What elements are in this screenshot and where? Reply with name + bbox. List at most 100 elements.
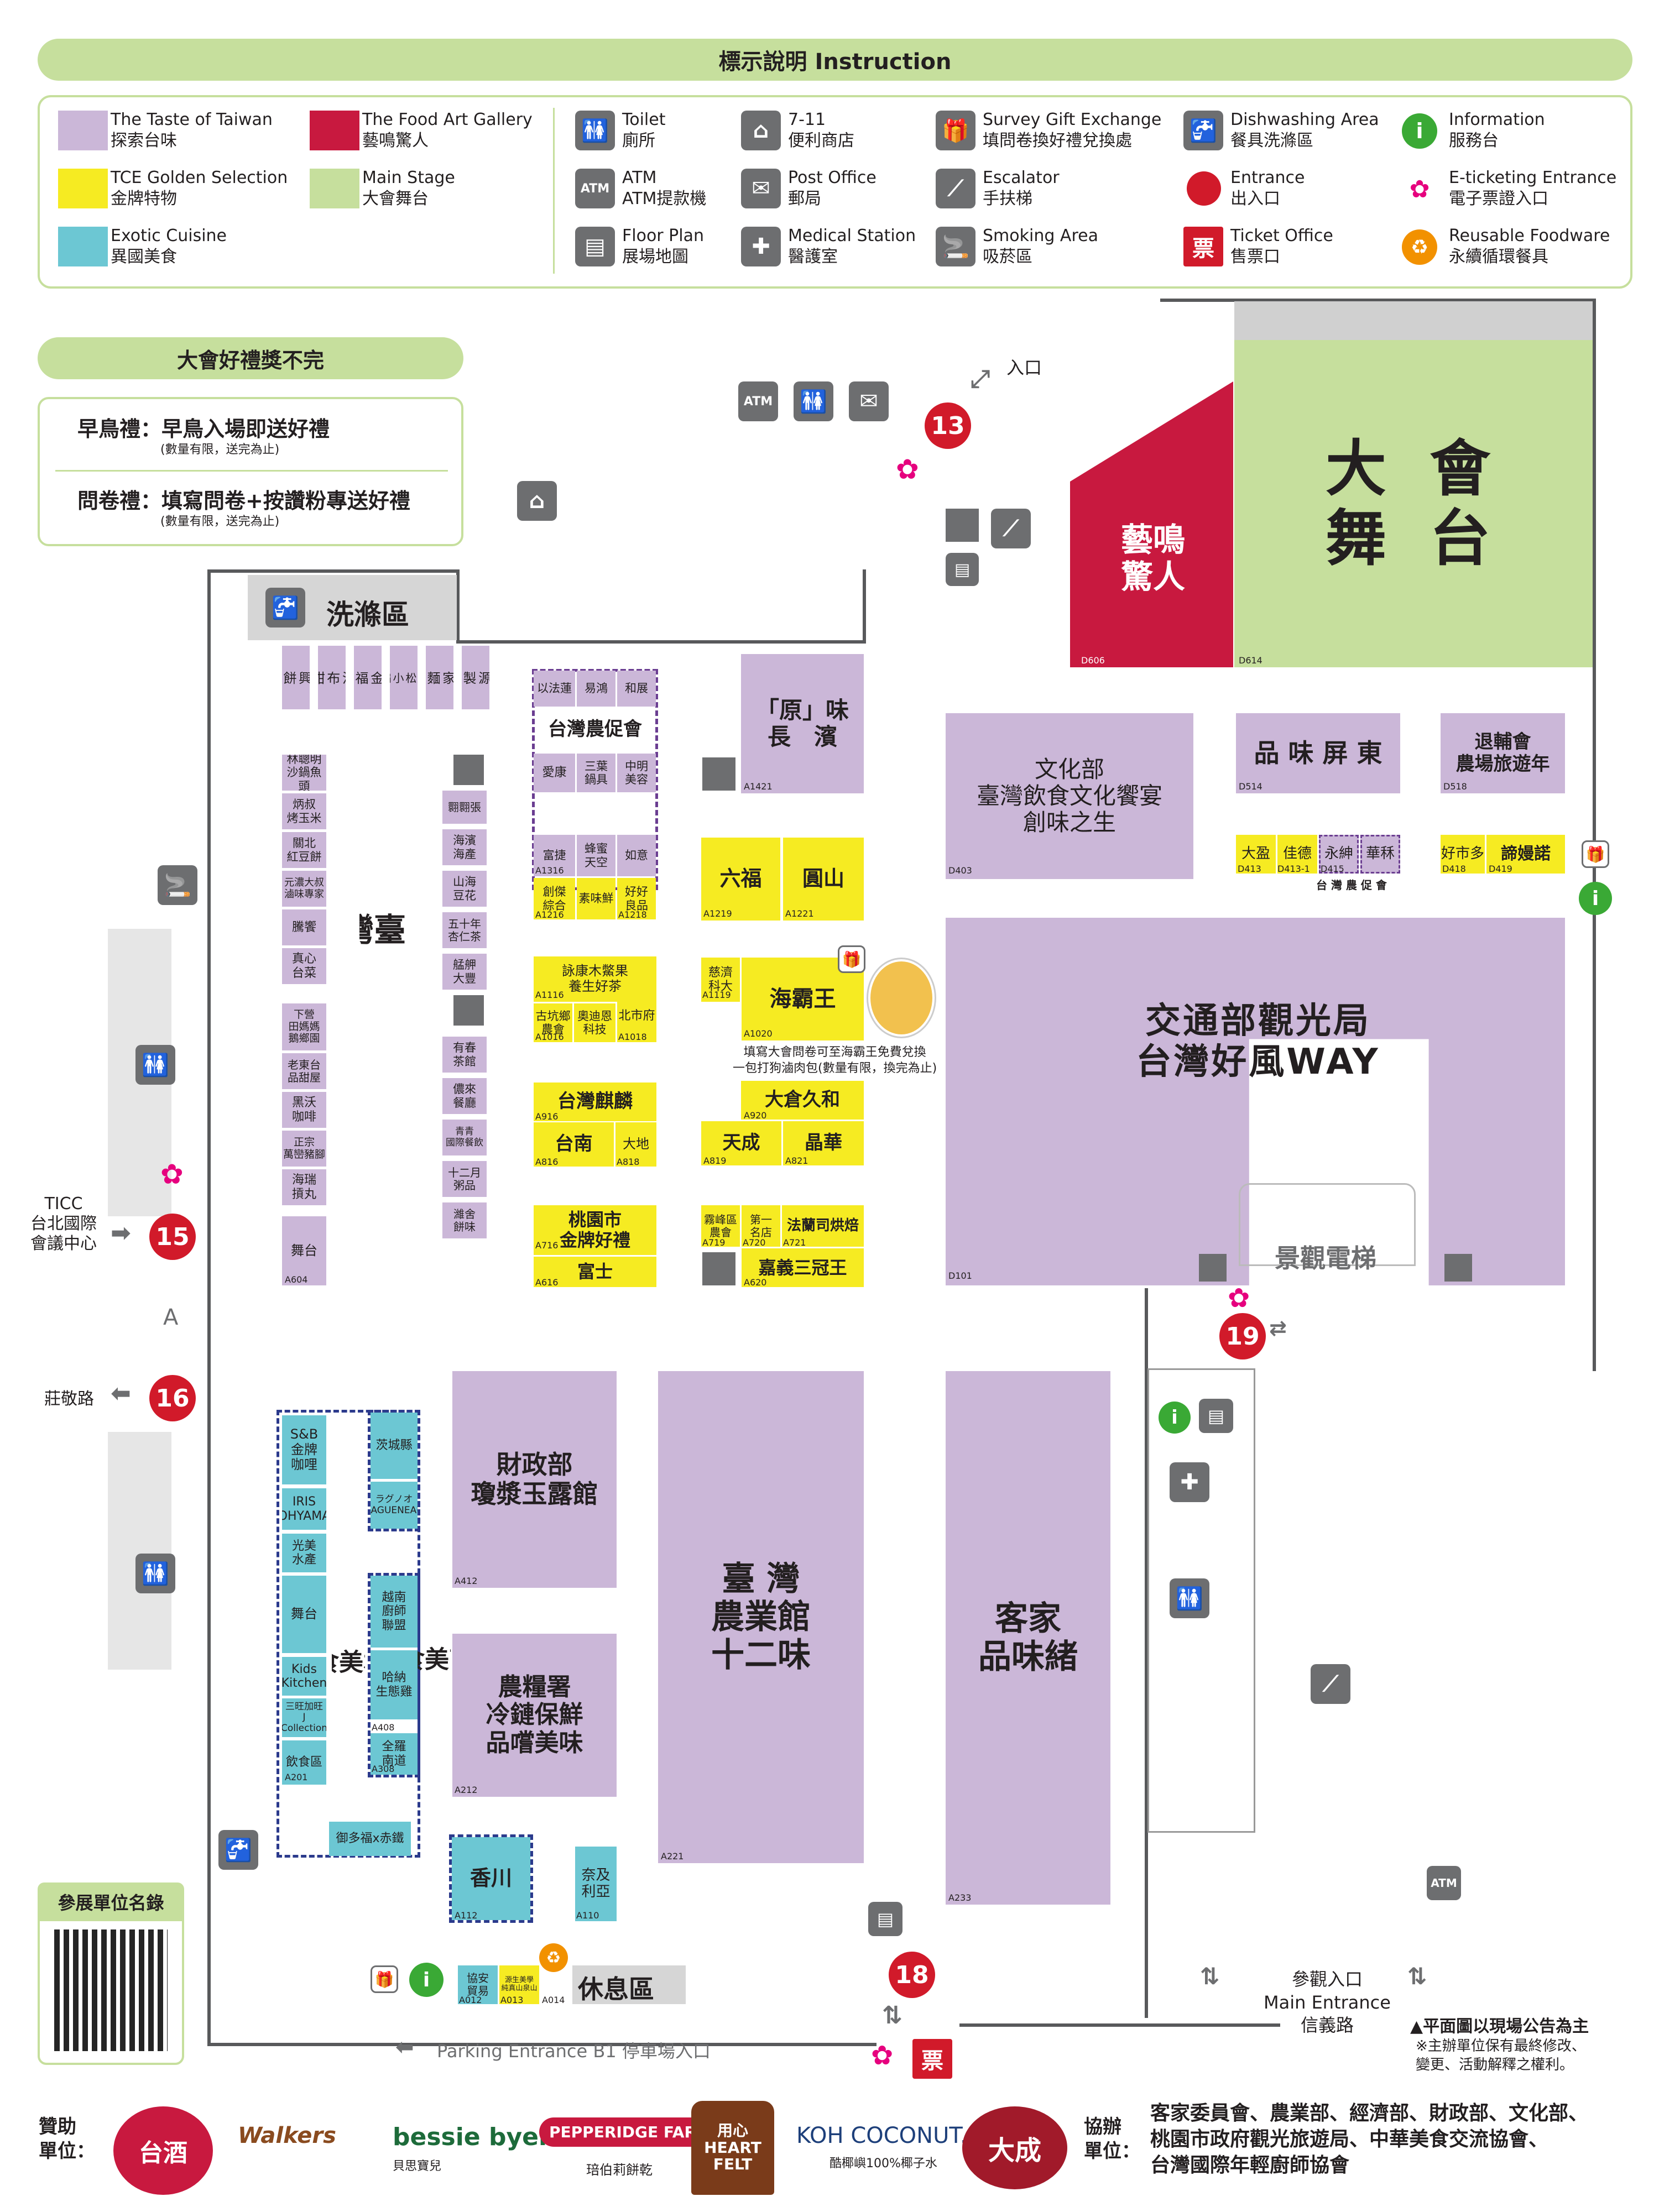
booth-beishi[interactable]: 北市府 [617,990,656,1042]
booth-hakka[interactable]: 客家 品味緒 [946,1371,1110,1905]
booth-fugui[interactable]: 富捷 [534,835,575,876]
mail-icon: ✉ [741,169,781,208]
booth-yuenan[interactable]: 越南 廚師 聯盟 [371,1576,418,1648]
booth-yuanxiao[interactable]: 元濃大叔 滷味專家 [282,871,326,907]
booth-veterans[interactable]: 退輔會 農場旅遊年 [1441,713,1565,793]
booth-zhongming[interactable]: 中明 美容 [617,754,656,792]
booth-haibin[interactable]: 海濱 海產 [442,829,487,865]
booth-jiayi[interactable]: 嘉義三冠王 [742,1248,864,1287]
booth-wufeng[interactable]: 霧峰區 農會 [701,1205,740,1247]
booth-lin[interactable]: 林聰明 沙鍋魚頭 [282,755,326,791]
booth-dimeng[interactable]: 諦嫚諾 [1486,835,1565,874]
booth-naili[interactable]: 奈及 利亞 [575,1847,617,1921]
booth-yuanwei[interactable]: 「原」味 長 濱 [741,654,864,793]
booth-stage2[interactable]: 舞台 [282,1576,326,1653]
footer-notice2: ※主辦單位保有最終修改、 變更、活動解釋之權利。 [1416,2038,1586,2073]
booth-heiwo[interactable]: 黑沃 咖啡 [282,1092,326,1128]
booth-dalin[interactable]: 大 鼎 松 小 偏 口 [390,646,418,709]
booth-jiade[interactable]: 佳德 [1277,835,1317,874]
booth-taoyuan[interactable]: 桃園市 金牌好禮 [534,1205,656,1255]
entrance-19[interactable]: 19 [1219,1313,1266,1359]
booth-yuanshan[interactable]: 圓山 [783,838,864,921]
booth-chen[interactable]: 陳 金 福 號 [354,646,382,709]
booth-guangmei[interactable]: 光美 水產 [282,1534,326,1572]
code-a721: A721 [783,1237,806,1248]
booth-youchun[interactable]: 有春 茶館 [442,1037,487,1073]
booth-wanyuan[interactable]: 萬 源 製 麵 [462,646,489,709]
booth-yihong[interactable]: 易鴻 [577,671,615,707]
qr-code[interactable] [54,1929,168,2051]
booth-bing[interactable]: 炳叔 烤玉米 [282,793,326,829]
booth-qilin[interactable]: 台灣麒麟 [534,1083,656,1121]
booth-sanye[interactable]: 三葉 鍋具 [577,754,615,792]
booth-fengmi[interactable]: 蜂蜜 天空 [577,835,615,876]
booth-fabu[interactable]: 法 布 甜 [318,646,346,709]
booth-tainan[interactable]: 台南 [534,1122,614,1167]
booth-falan[interactable]: 法蘭司烘焙 [782,1205,864,1247]
booth-dacang[interactable]: 大倉久和 [741,1081,864,1120]
booth-tengxiang[interactable]: 騰饗 [282,909,326,945]
booth-kids[interactable]: Kids Kitchen [282,1657,326,1696]
booth-grain[interactable]: 農糧署 冷鏈保鮮 品嚐美味 [452,1634,617,1797]
booth-ruyi[interactable]: 如意 [617,835,656,876]
booth-yinshi[interactable]: 飲食區 [282,1740,326,1785]
booth-gukeng[interactable]: 古坑鄉 農會 [534,1003,572,1042]
booth-hana[interactable]: 哈納 生態雞 [371,1650,418,1719]
booth-zhengzong[interactable]: 正宗 萬巒豬腳 [282,1131,326,1167]
booth-cishi[interactable]: 慈濟 科大 [701,958,740,1002]
booth-ganpi[interactable]: 艋舺 大豐 [442,954,487,990]
booth-xiean[interactable]: 協安 貿易 [458,1965,498,2004]
entrance-16[interactable]: 16 [149,1375,196,1421]
booth-xiaying[interactable]: 下營 田媽媽 鵝鄉園 [282,1003,326,1050]
booth-zhuanglai[interactable]: 儂來 餐廳 [442,1078,487,1114]
booth-hezhan[interactable]: 和展 [617,671,656,707]
wall-right-top [1160,299,1594,302]
entrance-13[interactable]: 13 [925,402,971,449]
booth-fengxing[interactable]: 豐 興 餅 鋪 [282,646,310,709]
booth-zhenxin[interactable]: 真心 台菜 [282,948,326,984]
booth-sb[interactable]: S&B 金牌 咖哩 [282,1415,326,1484]
booth-yongshen[interactable]: 永紳 [1319,835,1359,874]
booth-quanluo[interactable]: 全羅 南道 [371,1733,418,1775]
booth-yufu[interactable]: 御多福x赤鐵 [329,1822,411,1856]
booth-wutai[interactable]: 舞台 [282,1216,326,1285]
booth-aikang[interactable]: 愛康 [534,754,575,792]
booth-iris[interactable]: IRIS OHYAMA [282,1488,326,1530]
booth-shanhai[interactable]: 山海 豆花 [442,871,487,907]
booth-wushi[interactable]: 五十年 杏仁茶 [442,912,487,948]
booth-laodong[interactable]: 老東台 品甜屋 [282,1053,326,1089]
booth-fushi[interactable]: 富士 [534,1257,656,1287]
entrance-15[interactable]: 15 [149,1214,196,1260]
booth-xiangchuan[interactable]: 香川 [452,1837,530,1920]
booth-huahuan[interactable]: 華秝 [1360,835,1400,874]
booth-yifa[interactable]: 以法蓮 [534,671,575,707]
booth-agri[interactable]: 臺 灣 農業館 十二味 [658,1371,864,1863]
booth-ragueneau[interactable]: ラグノオ RAGUENEAU [371,1482,418,1529]
booth-culture[interactable]: 文化部 臺灣飲食文化饗宴 創味之生 [946,713,1193,879]
booth-guanbei[interactable]: 關北 紅豆餅 [282,832,326,868]
booth-haohao[interactable]: 好好 良品 [617,878,656,919]
booth-pingtung[interactable]: 品 味 屏 東 [1236,713,1400,793]
booth-ibaraki[interactable]: 茨城縣 [371,1413,418,1479]
booth-hairui[interactable]: 海瑞 摃丸 [282,1169,326,1205]
booth-haoshi[interactable]: 好市多 [1441,835,1485,874]
booth-finance[interactable]: 財政部 瓊漿玉露館 [452,1371,617,1588]
booth-yuansheng[interactable]: 源生美學 純真山泉山 [499,1965,539,2004]
booth-sushi[interactable]: 素味鮮 [577,878,615,919]
booth-shier[interactable]: 十二月 粥品 [442,1161,487,1197]
booth-qingqing[interactable]: 青青 國際餐飲 [442,1120,487,1155]
booth-majia[interactable]: 馬 家 麵 線 [426,646,453,709]
smoking-icon: 🚬 [936,227,975,266]
booth-dadi[interactable]: 大地 [615,1122,656,1167]
entrance-18[interactable]: 18 [889,1952,935,1998]
booth-tiancheng[interactable]: 天成 [701,1121,781,1165]
booth-guoguozhang[interactable]: 翾翾張 [442,791,487,824]
booth-dayin[interactable]: 大盈 [1236,835,1276,874]
booth-chuangjie[interactable]: 創傑 綜合 [534,878,575,919]
booth-sanwang[interactable]: 三旺加旺 J Collection [282,1698,326,1737]
booth-jinghua[interactable]: 晶華 [783,1121,864,1165]
booth-diyi[interactable]: 第一 名店 [742,1205,780,1247]
booth-aodi[interactable]: 奧迪恩 科技 [574,1003,615,1042]
booth-liufu[interactable]: 六福 [701,838,780,921]
booth-jihe[interactable]: 濰舍 餅味 [442,1202,487,1238]
